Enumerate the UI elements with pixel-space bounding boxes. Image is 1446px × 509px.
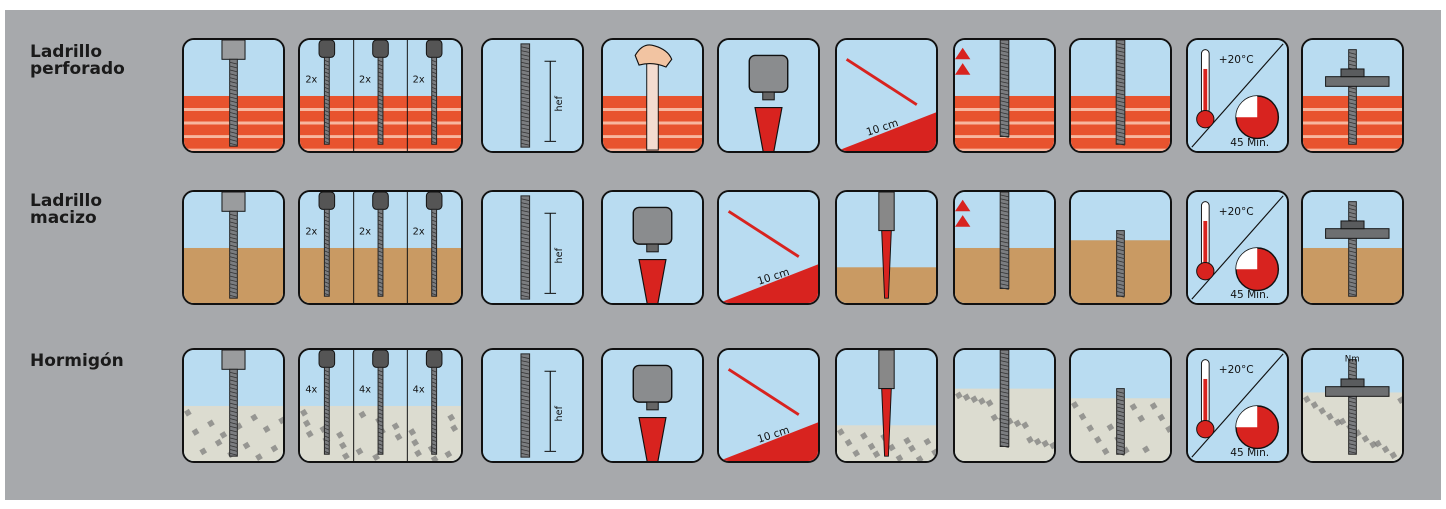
svg-text:Nm: Nm bbox=[1345, 355, 1360, 365]
row-label-solid-brick: Ladrillo macizo bbox=[30, 193, 102, 227]
discard-mortar-icon: 10 cm bbox=[835, 38, 938, 153]
drill-hole-icon bbox=[182, 190, 285, 305]
mount-fixture-icon bbox=[1301, 38, 1404, 153]
curing-time-icon: +20°C 45 Min. bbox=[1186, 190, 1289, 305]
drill-hole-icon bbox=[182, 348, 285, 463]
inject-mortar-icon bbox=[953, 190, 1056, 305]
row-label-concrete: Hormigón bbox=[30, 353, 124, 370]
svg-text:+20°C: +20°C bbox=[1219, 54, 1254, 66]
svg-text:4x: 4x bbox=[413, 385, 425, 396]
svg-text:+20°C: +20°C bbox=[1219, 364, 1254, 376]
svg-text:hef: hef bbox=[554, 95, 565, 111]
svg-text:+20°C: +20°C bbox=[1219, 206, 1254, 218]
mount-fixture-icon bbox=[1301, 190, 1404, 305]
svg-text:45 Min.: 45 Min. bbox=[1230, 289, 1269, 301]
mount-fixture-icon: Nm bbox=[1301, 348, 1404, 463]
svg-text:2x: 2x bbox=[305, 227, 317, 238]
row-label-line: macizo bbox=[30, 210, 102, 227]
insert-sleeve-icon bbox=[601, 38, 704, 153]
cartridge-nozzle-icon bbox=[717, 38, 820, 153]
row-label-line: perforado bbox=[30, 61, 125, 78]
svg-text:2x: 2x bbox=[305, 75, 317, 86]
inject-mortar-icon bbox=[953, 348, 1056, 463]
insert-rod-icon bbox=[1069, 38, 1172, 153]
inject-mortar-icon bbox=[953, 38, 1056, 153]
row-label-line: Hormigón bbox=[30, 353, 124, 370]
cartridge-nozzle-icon: 10 cm bbox=[717, 348, 820, 463]
threaded-rod-icon: hef bbox=[481, 348, 584, 463]
threaded-rod-icon: hef bbox=[481, 38, 584, 153]
curing-time-icon: +20°C 45 Min. bbox=[1186, 348, 1289, 463]
insert-sleeve-icon bbox=[601, 190, 704, 305]
clean-hole-icon: 4x 4x 4x bbox=[298, 348, 463, 463]
curing-time-icon: +20°C 45 Min. bbox=[1186, 38, 1289, 153]
svg-text:2x: 2x bbox=[359, 227, 371, 238]
insert-sleeve-icon bbox=[601, 348, 704, 463]
clean-hole-icon: 2x 2x 2x bbox=[298, 38, 463, 153]
discard-mortar-icon bbox=[835, 348, 938, 463]
svg-text:hef: hef bbox=[554, 247, 565, 263]
svg-text:2x: 2x bbox=[413, 227, 425, 238]
insert-rod-icon bbox=[1069, 348, 1172, 463]
discard-mortar-icon bbox=[835, 190, 938, 305]
row-label-perforated-brick: Ladrillo perforado bbox=[30, 44, 125, 78]
svg-text:2x: 2x bbox=[413, 75, 425, 86]
svg-text:4x: 4x bbox=[305, 385, 317, 396]
svg-text:2x: 2x bbox=[359, 75, 371, 86]
svg-text:45 Min.: 45 Min. bbox=[1230, 447, 1269, 459]
svg-text:4x: 4x bbox=[359, 385, 371, 396]
svg-text:45 Min.: 45 Min. bbox=[1230, 137, 1269, 149]
threaded-rod-icon: hef bbox=[481, 190, 584, 305]
cartridge-nozzle-icon: 10 cm bbox=[717, 190, 820, 305]
svg-text:hef: hef bbox=[554, 405, 565, 421]
insert-rod-icon bbox=[1069, 190, 1172, 305]
clean-hole-icon: 2x 2x 2x bbox=[298, 190, 463, 305]
drill-hole-icon bbox=[182, 38, 285, 153]
